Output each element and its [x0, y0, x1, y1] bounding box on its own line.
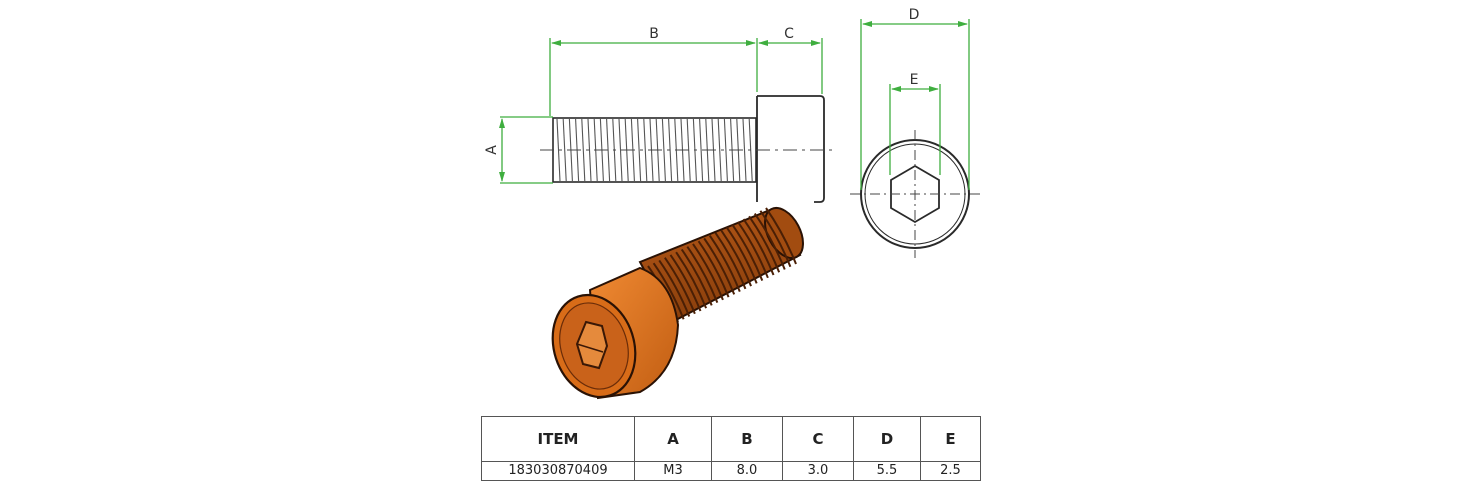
dimension-e — [889, 84, 941, 175]
thread-line — [643, 118, 648, 182]
dimension-e-label: E — [910, 72, 919, 88]
cell-d: 5.5 — [853, 461, 921, 481]
header-e: E — [920, 416, 981, 462]
end-view — [850, 130, 980, 258]
thread-ridge — [658, 259, 691, 317]
side-view — [540, 95, 835, 203]
thread-line — [661, 118, 666, 182]
thread-line — [581, 118, 586, 182]
thread-ridge — [680, 248, 713, 306]
thread-ridge — [731, 224, 764, 281]
header-a: A — [634, 416, 712, 462]
table-header-row: ITEM A B C D E — [481, 416, 981, 462]
thread-ridge — [714, 232, 747, 290]
header-b: B — [711, 416, 783, 462]
thread-ridge — [664, 257, 696, 315]
dimension-a — [499, 116, 553, 184]
cell-a: M3 — [634, 461, 712, 481]
dimension-c-label: C — [784, 26, 794, 42]
header-d: D — [853, 416, 921, 462]
thread-ridge — [675, 251, 708, 309]
thread-ridge — [669, 254, 702, 312]
thread-line — [637, 118, 642, 182]
thread-ridge — [742, 218, 775, 276]
thread-ridge — [692, 243, 724, 301]
thread-ridge — [720, 229, 752, 287]
thread-ridge — [759, 210, 792, 268]
thread-ridge — [697, 240, 730, 298]
header-item: ITEM — [481, 416, 635, 462]
cell-b: 8.0 — [711, 461, 783, 481]
thread-line — [618, 118, 623, 182]
thread-line — [723, 118, 728, 182]
thread-ridge — [765, 207, 797, 265]
dimension-c — [758, 38, 823, 94]
specification-table: ITEM A B C D E 183030870409 M3 8.0 3.0 5… — [481, 416, 981, 481]
thread-line — [556, 118, 561, 182]
cell-c: 3.0 — [782, 461, 854, 481]
header-c: C — [782, 416, 854, 462]
thread-line — [699, 118, 704, 182]
table-row: 183030870409 M3 8.0 3.0 5.5 2.5 — [481, 461, 981, 481]
bolt-3d-render — [551, 207, 804, 400]
thread-line — [606, 118, 611, 182]
dimension-b-label: B — [649, 26, 659, 42]
thread-ridge — [703, 237, 736, 295]
hex-socket — [890, 164, 940, 224]
thread-line — [587, 118, 592, 182]
thread-ridge — [708, 235, 741, 292]
dimension-a-label: A — [484, 145, 500, 155]
dimension-b — [549, 38, 758, 116]
thread-line — [562, 118, 567, 182]
thread-ridge — [725, 226, 758, 284]
thread-ridge — [748, 215, 781, 273]
cell-item: 183030870409 — [481, 461, 635, 481]
thread-ridge — [686, 246, 719, 304]
thread-ridge — [652, 262, 685, 320]
thread-line — [717, 118, 722, 182]
thread-line — [742, 118, 747, 182]
thread-line — [668, 118, 673, 182]
bolt-head-outline — [756, 95, 825, 203]
thread-ridge — [737, 221, 769, 279]
dimension-d — [860, 19, 970, 190]
thread-ridge — [753, 212, 786, 270]
bolt-3d-head — [551, 266, 680, 400]
cell-e: 2.5 — [920, 461, 981, 481]
dimension-d-label: D — [909, 7, 920, 23]
